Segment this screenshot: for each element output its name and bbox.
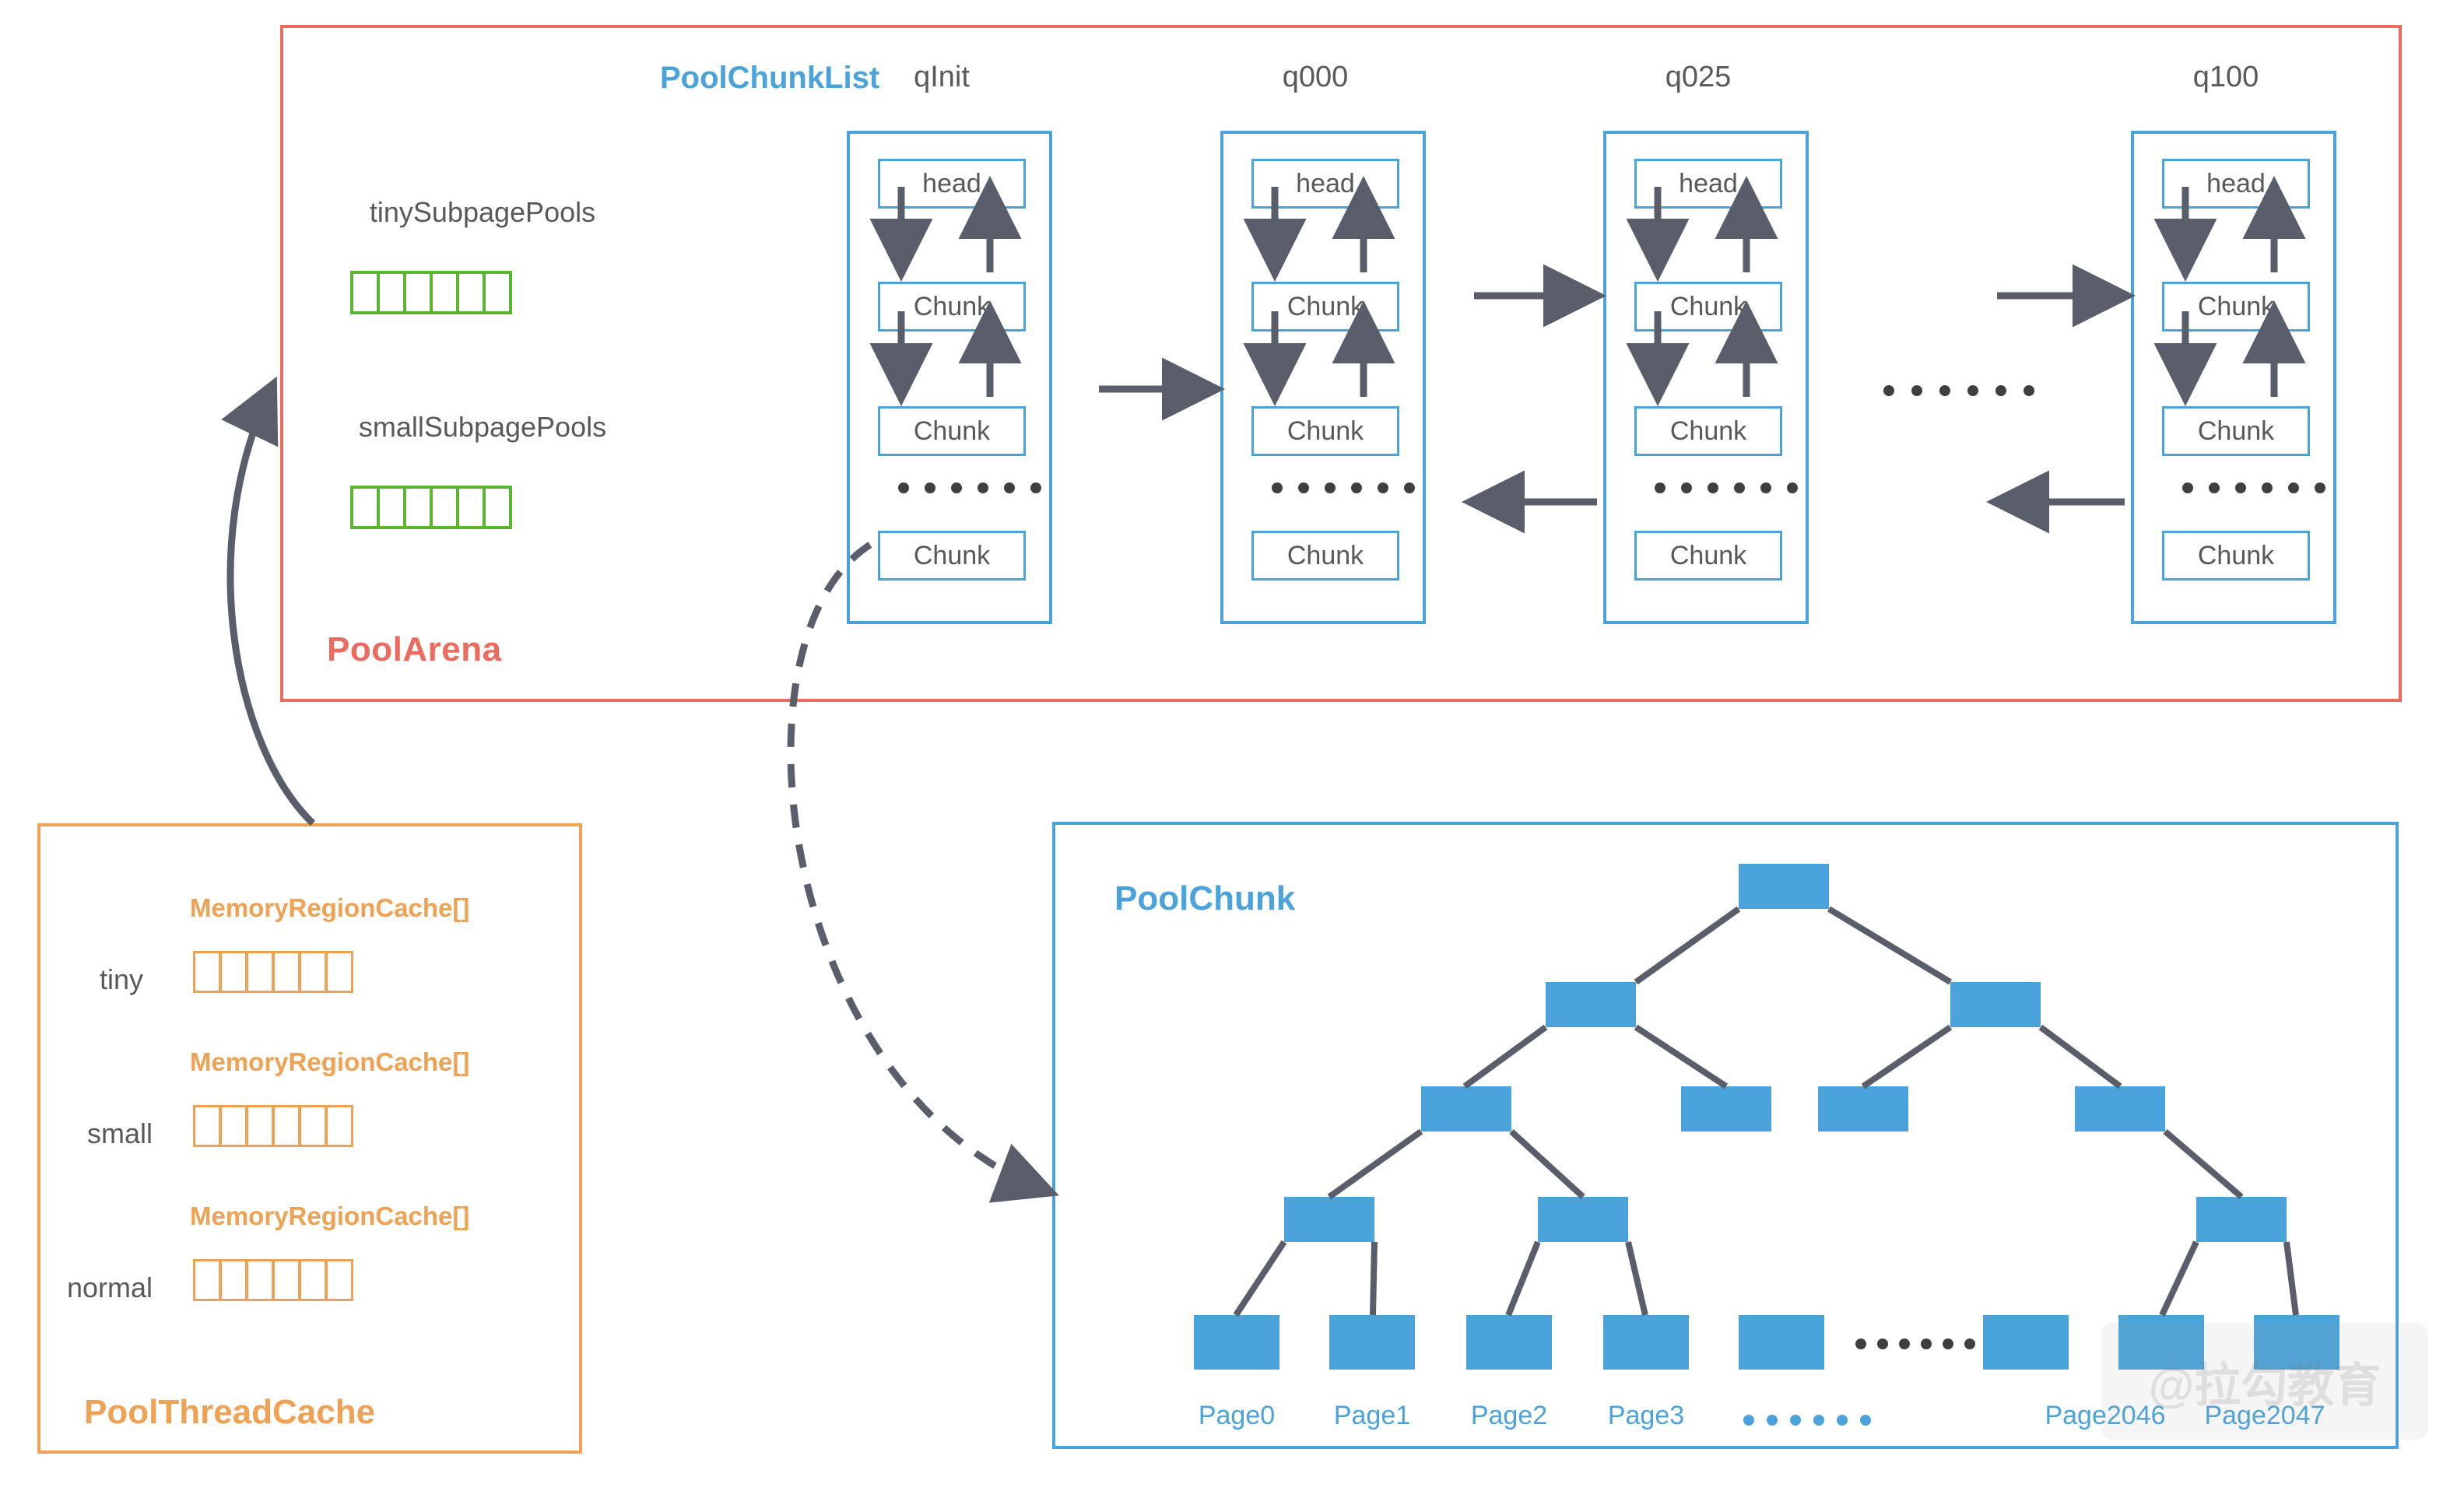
chunk-list-column-q025: head Chunk Chunk Chunk [1603,131,1809,624]
chunk-tree-leaf-ellipsis [1855,1338,1975,1349]
page-label-2: Page2 [1470,1401,1548,1430]
column-header-q100: q100 [2192,61,2259,93]
row-label-tiny: tiny [100,963,144,995]
chunk-tree-leaf [1194,1315,1279,1370]
row-label-normal: normal [67,1272,153,1303]
chunk-tree-node [1421,1086,1511,1131]
column-header-q025: q025 [1665,61,1732,93]
chunk-tree-node [1546,982,1636,1027]
tiny-subpage-pools-array [350,271,512,314]
pool-chunk-label: PoolChunk [1114,879,1296,917]
chunk-list-head: head [2162,159,2310,209]
chunk-list-column-qinit: head Chunk Chunk Chunk [847,131,1052,624]
memory-region-cache-array-normal [193,1259,353,1301]
chunk-list-ellipsis [1272,482,1415,493]
page-label-3: Page3 [1607,1401,1685,1430]
chunk-tree-leaf [1983,1315,2069,1370]
chunk-node: Chunk [878,406,1026,456]
page-label-1: Page1 [1333,1401,1411,1430]
chunk-tree-node [2075,1086,2165,1131]
chunk-list-ellipsis [2182,482,2325,493]
chunk-list-column-q000: head Chunk Chunk Chunk [1220,131,1426,624]
memory-region-cache-label-small: MemoryRegionCache[] [190,1047,470,1076]
chunk-node: Chunk [1634,282,1782,332]
chunk-tree-node [1950,982,2041,1027]
pool-chunk-list-title: PoolChunkList [660,61,880,95]
chunk-tree-node [1818,1086,1908,1131]
chunk-list-ellipsis [1655,482,1798,493]
memory-region-cache-label-normal: MemoryRegionCache[] [190,1202,470,1230]
chunk-node: Chunk [1251,406,1399,456]
chunk-tree-node [1284,1197,1374,1242]
chunk-tree-node [1538,1197,1628,1242]
column-header-q000: q000 [1282,61,1349,93]
chunk-columns-ellipsis [1883,385,2034,396]
pool-arena-label: PoolArena [327,630,502,668]
chunk-list-column-q100: head Chunk Chunk Chunk [2131,131,2336,624]
page-label-2047: Page2047 [2204,1401,2325,1430]
chunk-list-head: head [1251,159,1399,209]
chunk-list-head: head [878,159,1026,209]
chunk-node: Chunk [2162,531,2310,581]
chunk-node: Chunk [878,282,1026,332]
chunk-tree-node [2196,1197,2287,1242]
pool-thread-cache-container [37,823,582,1454]
chunk-tree-leaf [2254,1315,2339,1370]
small-subpage-pools-label: smallSubpagePools [358,411,607,443]
page-label-ellipsis [1743,1415,1871,1426]
chunk-node: Chunk [1634,406,1782,456]
memory-region-cache-label-tiny: MemoryRegionCache[] [190,893,470,922]
chunk-node: Chunk [2162,406,2310,456]
chunk-tree-node [1739,864,1829,909]
chunk-tree-leaf [2118,1315,2204,1370]
chunk-node: Chunk [1251,531,1399,581]
chunk-list-ellipsis [898,482,1041,493]
small-subpage-pools-array [350,486,512,529]
chunk-node: Chunk [1634,531,1782,581]
page-label-2046: Page2046 [2045,1401,2166,1430]
pool-thread-cache-label: PoolThreadCache [84,1393,376,1431]
chunk-list-head: head [1634,159,1782,209]
chunk-tree-node [1681,1086,1771,1131]
row-label-small: small [87,1117,153,1149]
chunk-tree-leaf [1603,1315,1689,1370]
column-header-qinit: qInit [914,61,970,93]
tiny-subpage-pools-label: tinySubpagePools [369,196,596,228]
chunk-node: Chunk [2162,282,2310,332]
chunk-tree-leaf [1329,1315,1415,1370]
memory-region-cache-array-small [193,1105,353,1147]
chunk-node: Chunk [878,531,1026,581]
memory-region-cache-array-tiny [193,951,353,993]
chunk-tree-leaf [1466,1315,1552,1370]
chunk-node: Chunk [1251,282,1399,332]
watermark: @拉勾教育 [2101,1323,2428,1440]
page-label-0: Page0 [1198,1401,1276,1430]
chunk-tree-leaf [1739,1315,1824,1370]
